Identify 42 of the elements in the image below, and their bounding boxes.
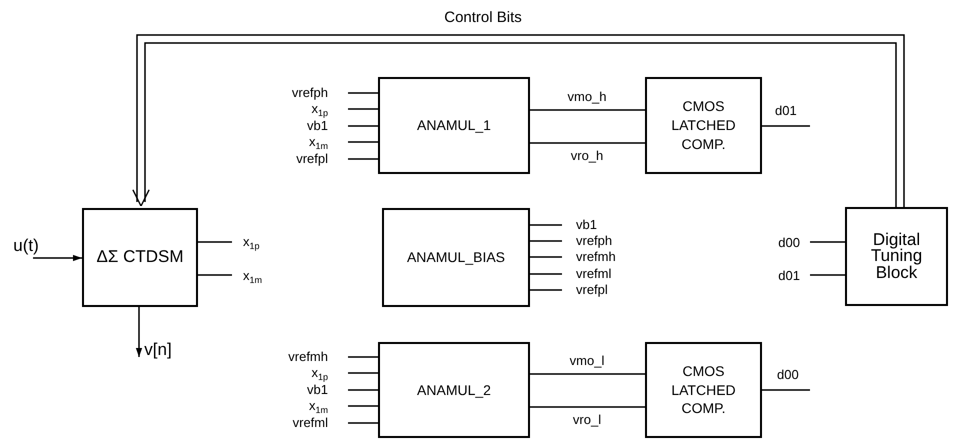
edge-label: vro_l	[570, 413, 604, 427]
pin-label: d00	[778, 236, 800, 250]
pin-label: x$_{1m}$	[308, 135, 328, 149]
pin-label: vrefmh	[288, 350, 328, 364]
pin-label: d01	[778, 269, 800, 283]
bias-block	[382, 208, 530, 307]
comparator-block	[645, 342, 762, 438]
block-label: Digital Tuning Block	[870, 232, 924, 281]
pin-label: vrefph	[576, 234, 612, 248]
block-label: CMOS LATCHED COMP.	[670, 362, 737, 418]
pin-label: vrefpl	[296, 152, 328, 166]
block-label: CMOS LATCHED COMP.	[670, 97, 737, 154]
pin-label: d01	[775, 104, 797, 118]
edge-label: vro_h	[568, 149, 606, 163]
pin-label: vrefpl	[576, 283, 608, 297]
pin-label: vb1	[576, 218, 597, 232]
block-label: ΔΣ CTDSM	[96, 246, 184, 268]
pin-label: x$_{1m}$	[243, 269, 262, 283]
amplifier-block	[378, 342, 530, 438]
block-label: ANAMUL_1	[417, 116, 491, 135]
tuning-block	[845, 207, 948, 306]
pin-label: x$_{1m}$	[308, 399, 328, 413]
amplifier-block	[378, 77, 530, 174]
pin-label: vb1	[307, 383, 328, 397]
pin-label: x$_{1p}$	[311, 102, 328, 116]
pin-label: d00	[777, 368, 799, 382]
edge-label: vmo_l	[568, 354, 606, 368]
pin-label: x$_{1p}$	[311, 366, 328, 380]
pin-label: vb1	[307, 119, 328, 133]
edge-label: Control Bits	[442, 11, 524, 25]
edge-label: vmo_h	[565, 90, 609, 104]
input-signal-label: u(t)	[13, 234, 39, 257]
block-label: ANAMUL_BIAS	[406, 248, 506, 267]
pin-label: vrefml	[576, 267, 612, 281]
pin-label: vrefml	[292, 416, 328, 430]
pin-label: x$_{1p}$	[243, 235, 260, 249]
pin-label: vrefph	[292, 86, 328, 100]
block-label: ANAMUL_2	[417, 380, 491, 400]
output-signal-label: v[n]	[144, 338, 172, 361]
modulator-block	[82, 208, 198, 307]
pin-label: vrefmh	[576, 250, 616, 264]
comparator-block	[645, 77, 762, 174]
